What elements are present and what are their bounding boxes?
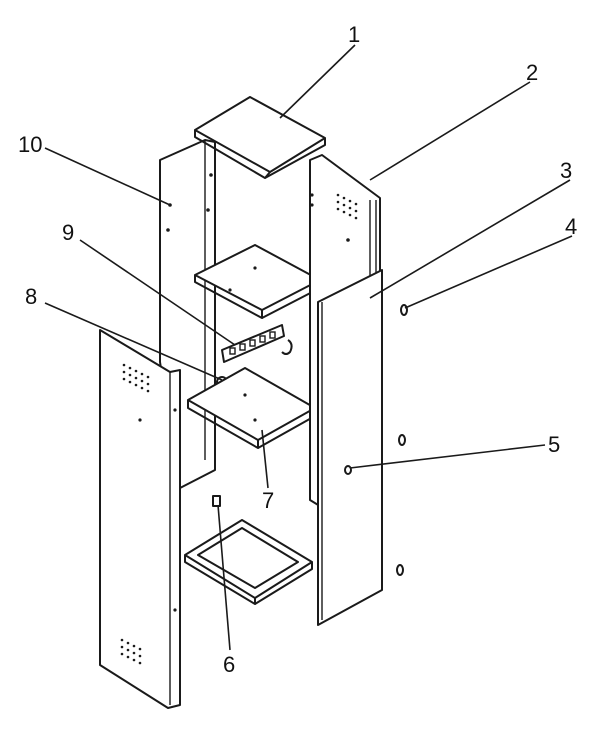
callout-7: 7 [262,488,274,513]
callout-1: 1 [348,22,360,47]
upper-vent [122,363,150,393]
bottom-frame [184,519,313,605]
callout-6: 6 [223,652,235,677]
top-shelf [194,96,326,179]
callout-4: 4 [565,214,577,239]
callout-labels: 1 2 3 4 5 6 7 8 9 10 [18,22,577,677]
callout-2: 2 [526,60,538,85]
lower-vent [120,638,142,665]
callout-5: 5 [548,432,560,457]
bracket-clip [212,495,221,507]
leader-lines [44,44,573,651]
callout-3: 3 [560,158,572,183]
callout-9: 9 [62,220,74,245]
right-panel-vent [336,193,358,220]
front-door-panel [317,269,383,626]
hinge-strip [221,324,293,363]
front-left-panel [99,329,181,709]
callout-10: 10 [18,132,42,157]
screw-hardware [344,304,408,576]
callout-8: 8 [25,284,37,309]
